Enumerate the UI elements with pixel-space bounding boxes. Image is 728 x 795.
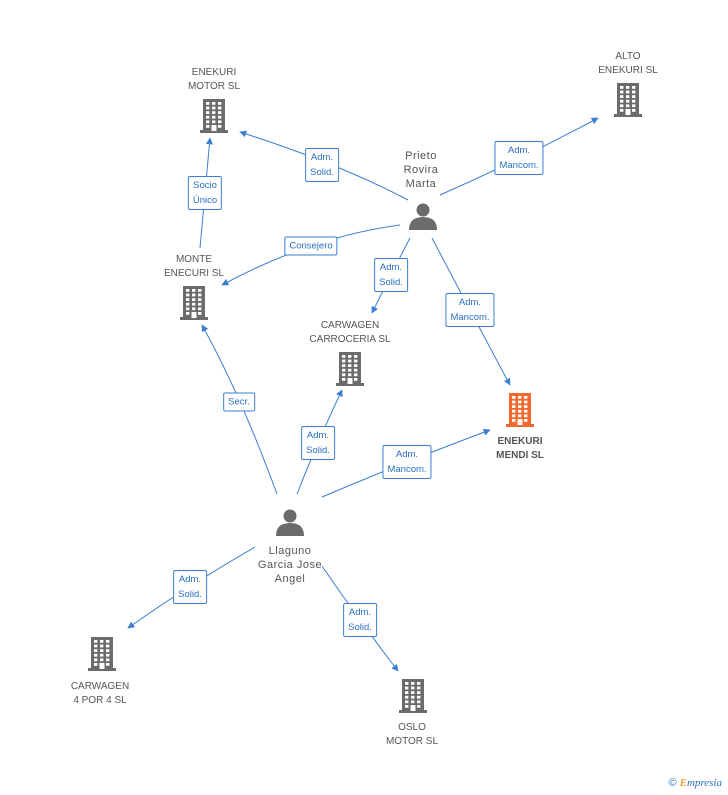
- prieto-label-line: Prieto: [405, 150, 437, 162]
- oslo-motor-label[interactable]: OSLO MOTOR SL: [386, 721, 438, 749]
- edge-label-line: Adm.: [306, 430, 330, 441]
- enekuri-mendi-label-line: MENDI SL: [496, 450, 544, 461]
- edge-label-line: Adm.: [348, 607, 372, 618]
- enekuri-mendi-label-line: ENEKURI: [497, 436, 543, 447]
- prieto-label-line: Marta: [405, 178, 437, 190]
- brand-initial: E: [679, 777, 687, 789]
- oslo-motor-building-icon[interactable]: [399, 679, 427, 713]
- edge-label-line: Secr.: [228, 396, 250, 408]
- carwagen-4por4-label[interactable]: CARWAGEN 4 POR 4 SL: [71, 680, 129, 708]
- edge-label-line: Solid.: [348, 622, 372, 633]
- edge-label-line: Mancom.: [450, 312, 490, 323]
- enekuri-motor-label-line: MOTOR SL: [187, 81, 241, 92]
- brand-name: mpresia: [686, 777, 722, 789]
- monte-enecuri-label[interactable]: MONTE ENECURI SL: [164, 253, 224, 281]
- llaguno-label-line: Angel: [274, 573, 306, 585]
- edge-label-line: Adm.: [379, 262, 403, 273]
- alto-enekuri-label-line: ENEKURI SL: [598, 65, 658, 76]
- prieto-label-line: Rovira: [403, 164, 439, 176]
- edge-label-e5[interactable]: Adm. Solid.: [374, 258, 408, 292]
- node-icons: [88, 83, 642, 713]
- copyright-symbol: ©: [668, 777, 677, 789]
- edge-label-e8[interactable]: Adm. Solid.: [301, 426, 335, 460]
- edge-label-line: Socio: [193, 180, 217, 191]
- carwagen-carroceria-building-icon[interactable]: [336, 352, 364, 386]
- carwagen-4por4-label-line: 4 POR 4 SL: [73, 695, 127, 706]
- oslo-motor-label-line: MOTOR SL: [385, 736, 439, 747]
- carwagen-4por4-label-line: CARWAGEN: [70, 681, 130, 692]
- monte-enecuri-label-line: MONTE: [175, 254, 213, 265]
- edge-label-line: Mancom.: [387, 464, 427, 475]
- enekuri-motor-label[interactable]: ENEKURI MOTOR SL: [188, 66, 240, 94]
- edge-label-e9[interactable]: Adm. Mancom.: [382, 445, 432, 479]
- alto-enekuri-label-line: ALTO: [615, 51, 641, 62]
- enekuri-mendi-building-icon[interactable]: [506, 393, 534, 427]
- prieto-person-icon[interactable]: [409, 203, 437, 231]
- edge-label-e10[interactable]: Adm. Solid.: [173, 570, 207, 604]
- enekuri-motor-label-line: ENEKURI: [191, 67, 237, 78]
- edge-label-e2[interactable]: Adm. Mancom.: [494, 141, 544, 175]
- carwagen-carroceria-label-line: CARROCERIA SL: [309, 334, 391, 345]
- enekuri-mendi-label[interactable]: ENEKURI MENDI SL: [496, 435, 544, 463]
- edge-label-line: Único: [192, 195, 218, 206]
- monte-enecuri-label-line: ENECURI SL: [163, 268, 225, 279]
- edge-label-line: Adm.: [310, 152, 334, 163]
- monte-enecuri-building-icon[interactable]: [180, 286, 208, 320]
- edge-label-line: Solid.: [178, 589, 202, 600]
- llaguno-label-line: Llaguno: [268, 545, 312, 557]
- edge-label-line: Consejero: [289, 240, 333, 252]
- edge-label-line: Adm.: [458, 297, 482, 308]
- edge-label-e1[interactable]: Adm. Solid.: [305, 148, 339, 182]
- edge-label-e7[interactable]: Secr.: [223, 392, 255, 412]
- oslo-motor-label-line: OSLO: [398, 722, 426, 733]
- brand-watermark: ©Empresia: [669, 777, 723, 789]
- edge-label-e4[interactable]: Consejero: [284, 236, 338, 256]
- edge-label-line: Solid.: [310, 167, 334, 178]
- edge-label-line: Adm.: [395, 449, 419, 460]
- edge-label-line: Solid.: [379, 277, 403, 288]
- edge-label-line: Adm.: [178, 574, 202, 585]
- enekuri-motor-building-icon[interactable]: [200, 99, 228, 133]
- llaguno-label-line: Garcia Jose: [257, 559, 323, 571]
- edge-label-line: Adm.: [507, 145, 531, 156]
- carwagen-carroceria-label-line: CARWAGEN: [320, 320, 380, 331]
- edge-label-e11[interactable]: Adm. Solid.: [343, 603, 377, 637]
- alto-enekuri-building-icon[interactable]: [614, 83, 642, 117]
- edge-label-line: Mancom.: [499, 160, 539, 171]
- edge-label-line: Solid.: [306, 445, 330, 456]
- carwagen-carroceria-label[interactable]: CARWAGEN CARROCERIA SL: [309, 319, 390, 347]
- alto-enekuri-label[interactable]: ALTO ENEKURI SL: [598, 50, 657, 78]
- edge-label-e6[interactable]: Adm. Mancom.: [445, 293, 495, 327]
- llaguno-person-icon[interactable]: [276, 509, 304, 537]
- carwagen-4por4-building-icon[interactable]: [88, 637, 116, 671]
